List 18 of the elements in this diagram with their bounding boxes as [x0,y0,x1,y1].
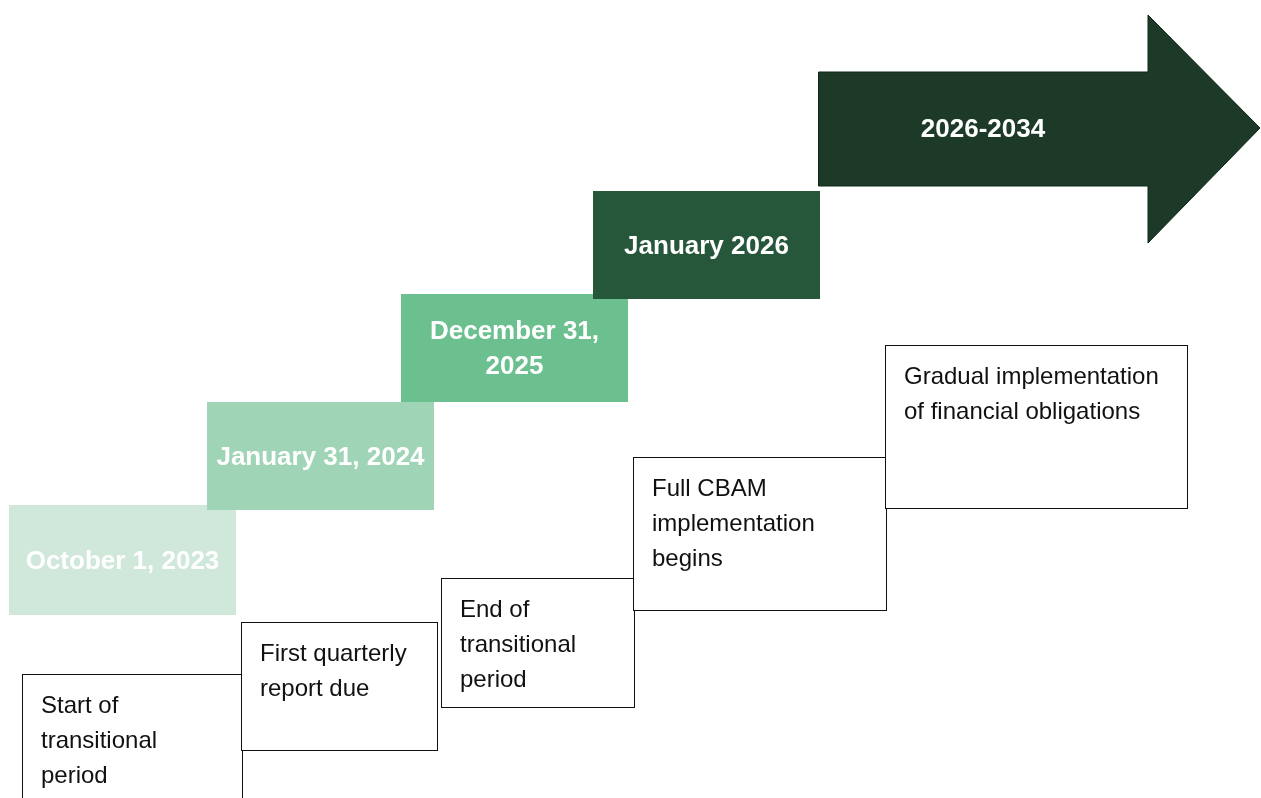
timeline-step [9,505,236,615]
description-box [22,674,243,798]
description-box [241,622,438,751]
period-label: 2026-2034 [920,112,1046,144]
description-text: First quarterly report due [260,639,407,701]
description-text: Full CBAM implementation begins [652,474,815,571]
date-label: January 2026 [624,228,789,262]
description-text: End of transitional period [460,595,577,692]
date-label: January 31, 2024 [216,439,425,473]
date-label: December 31, 2025 [428,314,601,382]
description-box [885,345,1188,509]
timeline-step [593,191,820,299]
timeline-step [207,402,434,510]
timeline-step [401,294,628,402]
description-box [633,457,887,611]
description-box [441,578,635,708]
description-text: Gradual implementation of financial obligations [904,362,1159,424]
description-text: Start of transitional period [41,691,158,788]
